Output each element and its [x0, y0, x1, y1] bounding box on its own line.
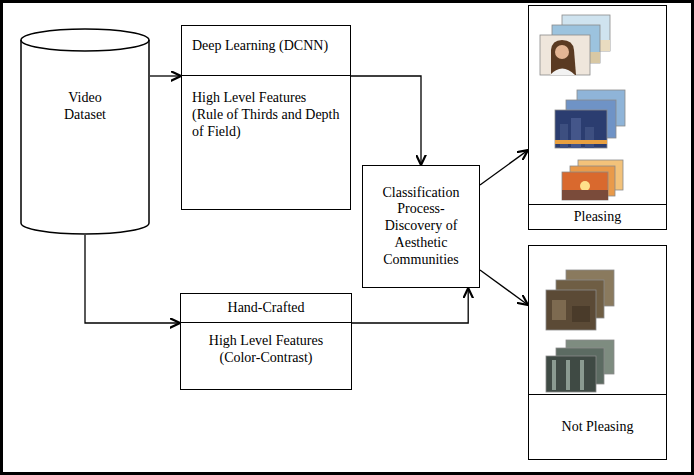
cylinder-body [21, 29, 149, 234]
flow-arrow [480, 270, 528, 305]
flow-arrow [150, 75, 181, 76]
cylinder-outline [20, 28, 150, 235]
node-heading: Deep Learning (DCNN) [182, 26, 350, 76]
pleasing-photo-stack [555, 90, 625, 148]
not-pleasing-photo-stack [546, 340, 614, 392]
flow-arrow [480, 150, 528, 185]
panel-caption: Pleasing [529, 204, 666, 229]
process-box: Hand-CraftedHigh Level Features (Color-C… [180, 293, 352, 390]
database-cylinder: Video Dataset [20, 28, 150, 235]
node-heading: Hand-Crafted [181, 294, 351, 323]
node-heading: Video Dataset [47, 28, 123, 130]
panel-caption: Not Pleasing [529, 394, 666, 459]
flow-arrow [352, 288, 468, 323]
classifier-box: Classification Process- Discovery of Aes… [362, 165, 480, 288]
output-panel: Pleasing [528, 5, 667, 230]
pleasing-photo-stack [562, 160, 623, 200]
not-pleasing-photo-stack [546, 270, 614, 330]
process-box: Deep Learning (DCNN)High Level Features … [181, 25, 351, 210]
node-body: High Level Features (Rule of Thirds and … [182, 76, 350, 150]
output-panel: Not Pleasing [528, 245, 667, 460]
flow-arrow [351, 76, 421, 165]
node-body: High Level Features (Color-Contrast) [181, 323, 351, 375]
flow-arrow [85, 235, 180, 323]
node-heading: Classification Process- Discovery of Aes… [363, 179, 479, 275]
pleasing-photo-stack [540, 15, 610, 75]
cylinder-rim [21, 40, 149, 51]
